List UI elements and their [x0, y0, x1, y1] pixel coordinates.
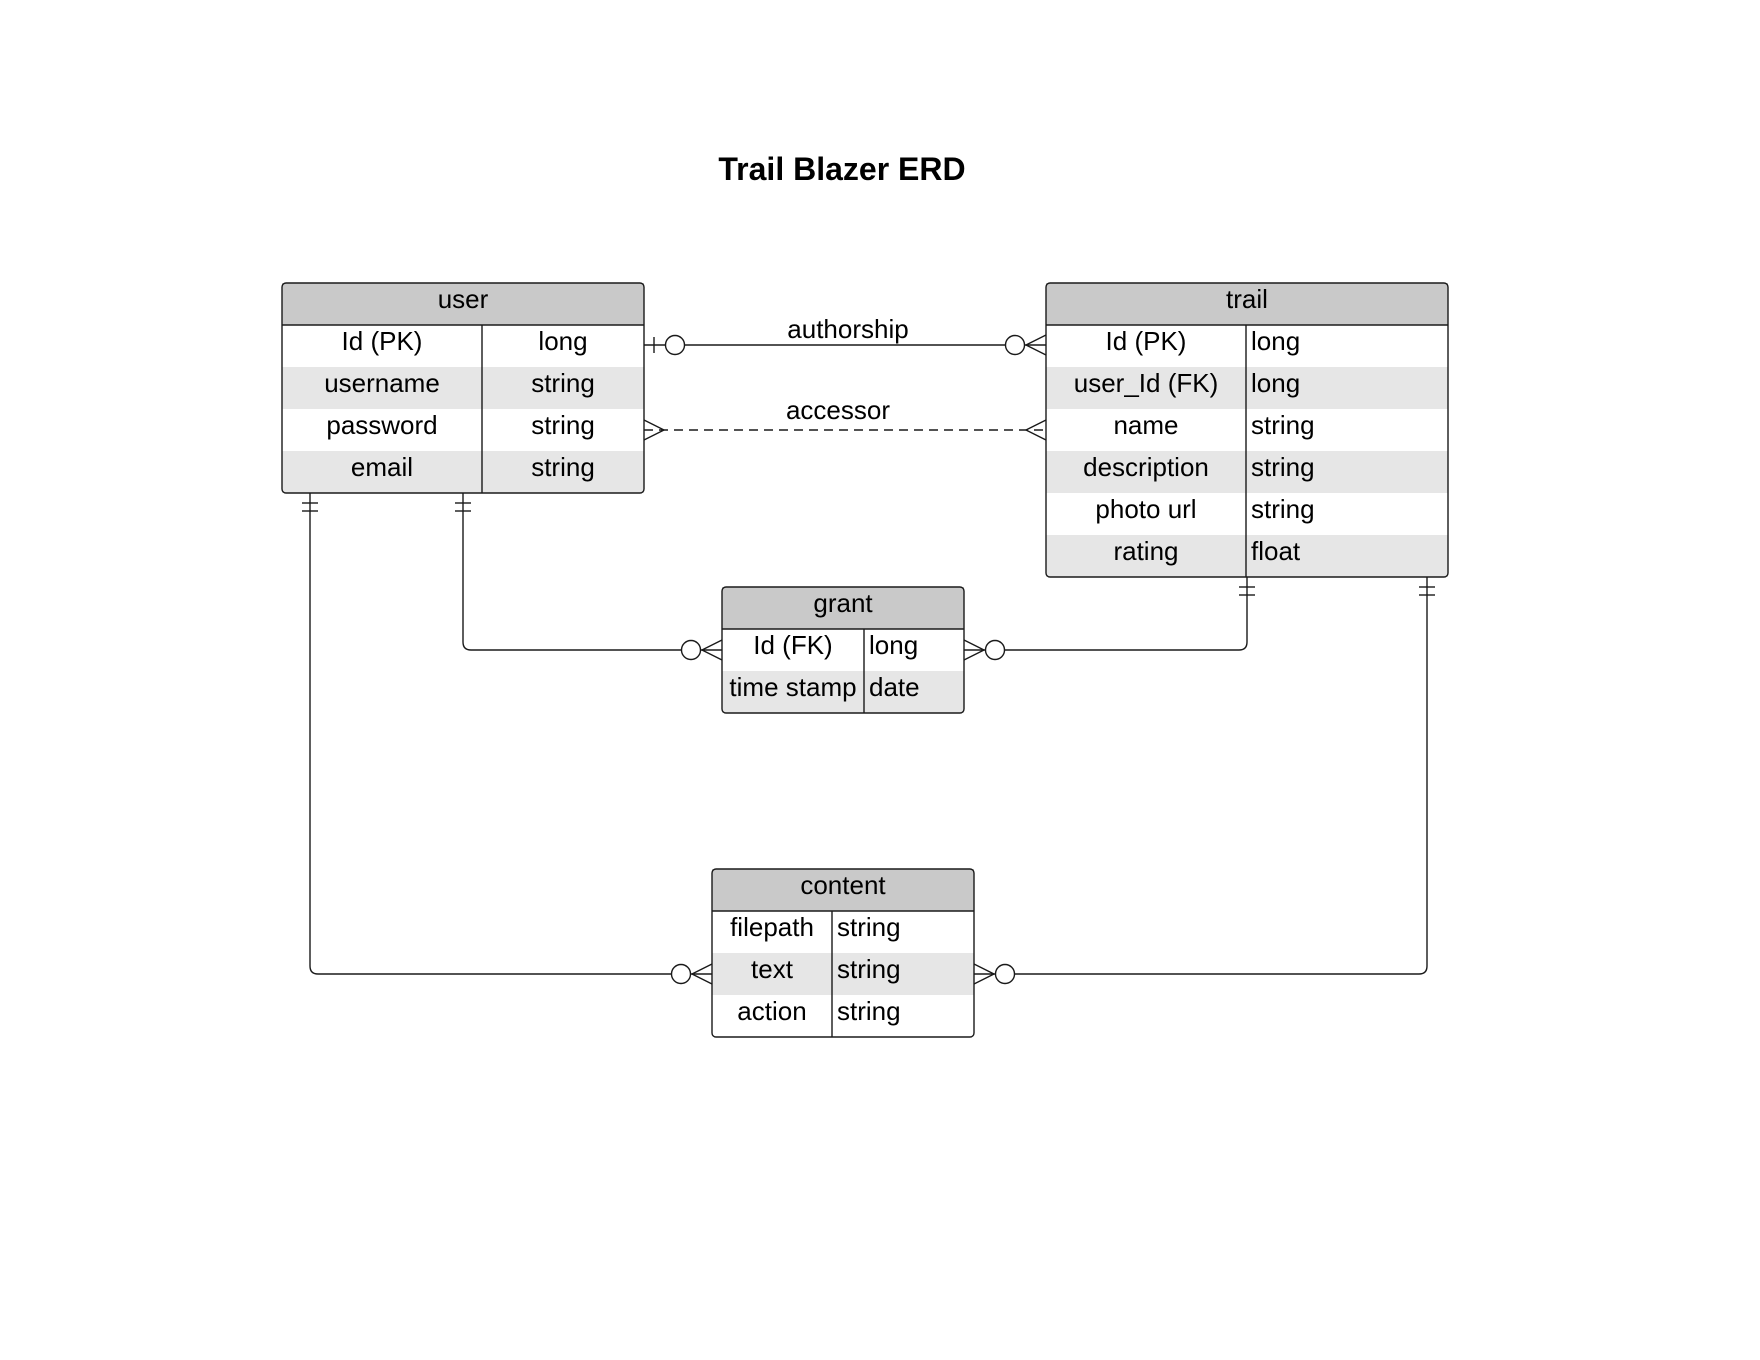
content-field-action: action [737, 996, 806, 1026]
content-field-filepath: filepath [730, 912, 814, 942]
trail-type-description: string [1251, 452, 1315, 482]
user-grant-line [462, 493, 722, 651]
user-field-email: email [351, 452, 413, 482]
entity-user-row-stripe [282, 367, 644, 409]
entity-grant-name: grant [813, 588, 873, 618]
user-type-id: long [538, 326, 587, 356]
entity-user-header [282, 283, 644, 325]
user-content-crowfoot [690, 963, 713, 985]
relationship-accessor[interactable]: accessor [643, 395, 1047, 441]
entity-trail[interactable]: trail Id (PK) long user_Id (FK) long nam… [1045, 282, 1449, 578]
user-content-line [309, 493, 712, 975]
trail-content-line [974, 577, 1428, 975]
entity-grant[interactable]: grant Id (FK) long time stamp date [721, 586, 965, 714]
grant-type-time-stamp: date [869, 672, 920, 702]
relationship-trail-content[interactable] [973, 577, 1435, 985]
user-grant-zero-circle [680, 639, 702, 661]
trail-type-photo-url: string [1251, 494, 1315, 524]
trail-grant-crowfoot [963, 639, 986, 661]
grant-field-id: Id (FK) [753, 630, 832, 660]
entity-trail-row-stripe [1046, 367, 1448, 409]
user-type-password: string [531, 410, 595, 440]
content-field-text: text [751, 954, 794, 984]
trail-type-rating: float [1251, 536, 1301, 566]
content-type-text: string [837, 954, 901, 984]
trail-grant-zero-circle [984, 639, 1006, 661]
entity-content-row-stripe [712, 953, 974, 995]
entity-trail-row-stripe [1046, 451, 1448, 493]
trail-field-description: description [1083, 452, 1209, 482]
trail-field-name: name [1113, 410, 1178, 440]
entity-trail-row-stripe [1046, 535, 1448, 577]
user-type-email: string [531, 452, 595, 482]
entity-content-header [712, 869, 974, 911]
content-type-action: string [837, 996, 901, 1026]
user-content-zero-circle [670, 963, 692, 985]
relationship-authorship[interactable]: authorship [644, 314, 1047, 356]
relationship-user-grant[interactable] [455, 493, 723, 661]
authorship-zero-circle-right [1004, 334, 1026, 356]
accessor-crowfoot-left [643, 419, 666, 441]
grant-field-time-stamp: time stamp [729, 672, 856, 702]
trail-field-rating: rating [1113, 536, 1178, 566]
trail-content-zero-circle [994, 963, 1016, 985]
trail-content-crowfoot [973, 963, 996, 985]
authorship-crowfoot [1024, 334, 1047, 356]
accessor-crowfoot-right [1024, 419, 1047, 441]
relationship-trail-grant[interactable] [963, 577, 1255, 661]
user-field-username: username [324, 368, 440, 398]
entity-trail-frame [1046, 283, 1448, 577]
authorship-label: authorship [787, 314, 908, 344]
relationship-user-content[interactable] [302, 493, 713, 985]
entity-user[interactable]: user Id (PK) long username string passwo… [281, 282, 645, 494]
entity-content-name: content [800, 870, 886, 900]
entity-trail-name: trail [1226, 284, 1268, 314]
trail-field-photo-url: photo url [1095, 494, 1196, 524]
entity-content[interactable]: content filepath string text string acti… [711, 868, 975, 1038]
user-field-id: Id (PK) [342, 326, 423, 356]
entity-trail-header [1046, 283, 1448, 325]
entity-grant-row-stripe [722, 671, 964, 713]
entity-grant-header [722, 587, 964, 629]
authorship-zero-circle-left [664, 334, 686, 356]
entity-user-row-stripe [282, 451, 644, 493]
trail-type-id: long [1251, 326, 1300, 356]
entity-user-name: user [438, 284, 489, 314]
user-grant-crowfoot [700, 639, 723, 661]
grant-type-id: long [869, 630, 918, 660]
trail-type-user-id: long [1251, 368, 1300, 398]
content-type-filepath: string [837, 912, 901, 942]
trail-grant-line [964, 577, 1248, 651]
user-field-password: password [326, 410, 437, 440]
user-type-username: string [531, 368, 595, 398]
trail-type-name: string [1251, 410, 1315, 440]
trail-field-user-id: user_Id (FK) [1074, 368, 1219, 398]
entity-content-border [711, 868, 975, 1038]
diagram-title: Trail Blazer ERD [718, 151, 965, 187]
trail-field-id: Id (PK) [1106, 326, 1187, 356]
accessor-label: accessor [786, 395, 890, 425]
